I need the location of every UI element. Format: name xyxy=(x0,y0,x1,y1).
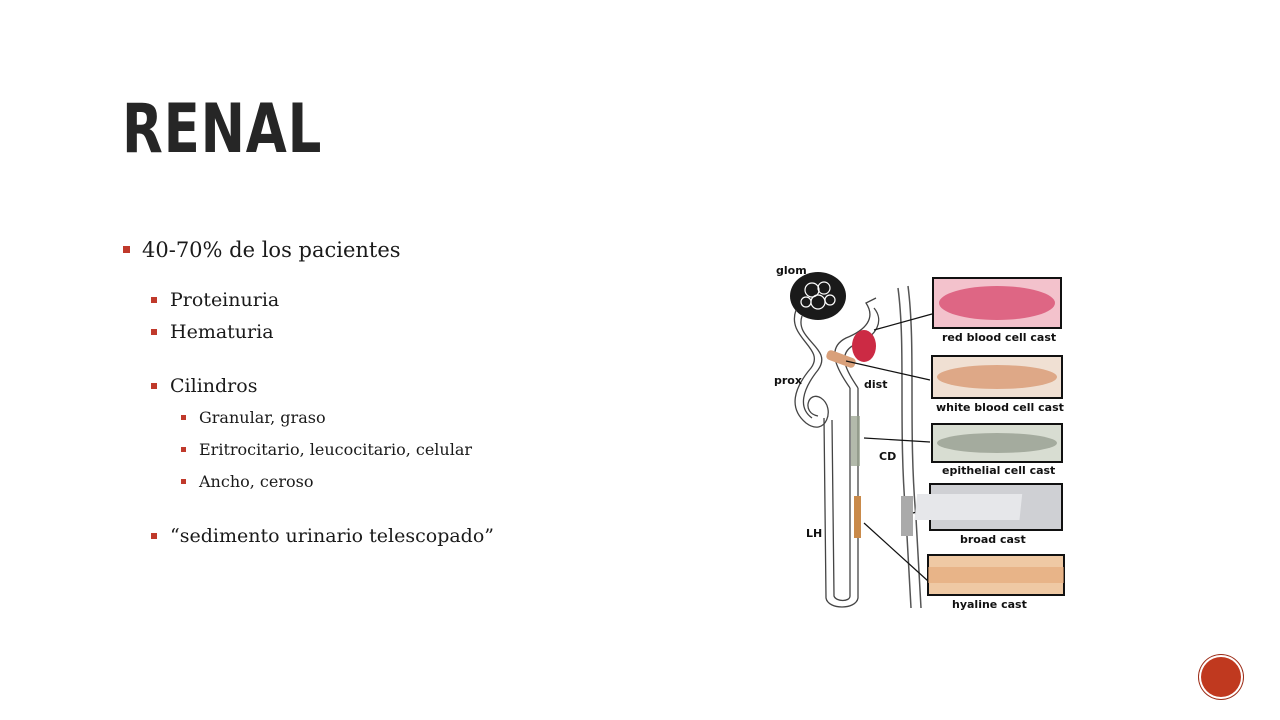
bullet-item: Eritrocitario, leucocitario, celular xyxy=(122,434,742,466)
broad-cast-in-duct xyxy=(901,496,913,536)
cast-label: white blood cell cast xyxy=(936,401,1064,414)
bullet-text: Hematuria xyxy=(170,321,274,343)
broad-cast-image xyxy=(914,494,1023,520)
hyaline-cast-in-tubule xyxy=(854,496,861,538)
nephron-casts-figure: glom prox dist CD LH red blood cell cast… xyxy=(766,258,1076,616)
bullet-list: 40-70% de los pacientes Proteinuria Hema… xyxy=(122,236,742,552)
glomerulus-capillaries xyxy=(800,281,836,310)
bullet-text: Ancho, ceroso xyxy=(199,472,314,491)
bullet-spacer xyxy=(122,498,742,520)
cast-label: hyaline cast xyxy=(952,598,1027,611)
rbc-cast-image xyxy=(939,286,1055,320)
bullet-text: “sedimento urinario telescopado” xyxy=(170,525,494,547)
bullet-marker xyxy=(151,297,157,303)
collecting-duct-wall xyxy=(907,285,922,609)
proximal-tubule xyxy=(793,309,829,428)
bullet-item: “sedimento urinario telescopado” xyxy=(122,520,742,552)
slide-title: RENAL xyxy=(122,90,323,169)
nephron-diagram: glom prox dist CD LH red blood cell cast… xyxy=(774,264,1065,611)
bullet-text: Proteinuria xyxy=(170,289,280,311)
rbc-cast-in-tubule xyxy=(852,330,876,362)
bullet-item: Hematuria xyxy=(122,316,742,348)
wbc-cast-image xyxy=(937,365,1057,389)
bullet-text: Eritrocitario, leucocitario, celular xyxy=(199,440,473,459)
bullet-marker xyxy=(151,329,157,335)
label-prox: prox xyxy=(774,374,802,387)
bullet-marker xyxy=(151,383,157,389)
slide-nav-button[interactable] xyxy=(1199,655,1243,699)
bullet-item: 40-70% de los pacientes xyxy=(122,236,742,264)
label-glom: glom xyxy=(776,264,807,277)
hyaline-cast-image xyxy=(928,567,1064,583)
glomerulus xyxy=(790,272,846,320)
label-lh: LH xyxy=(806,527,822,540)
bullet-item: Ancho, ceroso xyxy=(122,466,742,498)
label-dist: dist xyxy=(864,378,887,391)
bullet-marker xyxy=(181,447,186,452)
bullet-item: Granular, graso xyxy=(122,402,742,434)
loop-of-henle xyxy=(831,388,851,602)
bullet-marker xyxy=(151,533,157,539)
bullet-item: Cilindros xyxy=(122,370,742,402)
bullet-marker xyxy=(181,415,186,420)
bullet-text: 40-70% de los pacientes xyxy=(142,238,401,262)
loop-of-henle xyxy=(823,388,859,608)
cast-label: red blood cell cast xyxy=(942,331,1056,344)
bullet-spacer xyxy=(122,264,742,284)
leader-lines xyxy=(845,313,933,582)
bullet-marker xyxy=(181,479,186,484)
epithelial-cast-in-tubule xyxy=(851,416,860,466)
cast-label: epithelial cell cast xyxy=(942,464,1055,477)
distal-tubule xyxy=(834,297,877,389)
bullet-text: Granular, graso xyxy=(199,408,326,427)
bullet-spacer xyxy=(122,348,742,370)
epithelial-cast-image xyxy=(937,433,1057,453)
proximal-tubule xyxy=(800,315,823,419)
wbc-cast-in-tubule xyxy=(826,350,856,368)
cast-label: broad cast xyxy=(960,533,1026,546)
bullet-text: Cilindros xyxy=(170,375,258,397)
label-cd: CD xyxy=(879,450,896,463)
bullet-marker xyxy=(123,246,130,253)
bullet-item: Proteinuria xyxy=(122,284,742,316)
